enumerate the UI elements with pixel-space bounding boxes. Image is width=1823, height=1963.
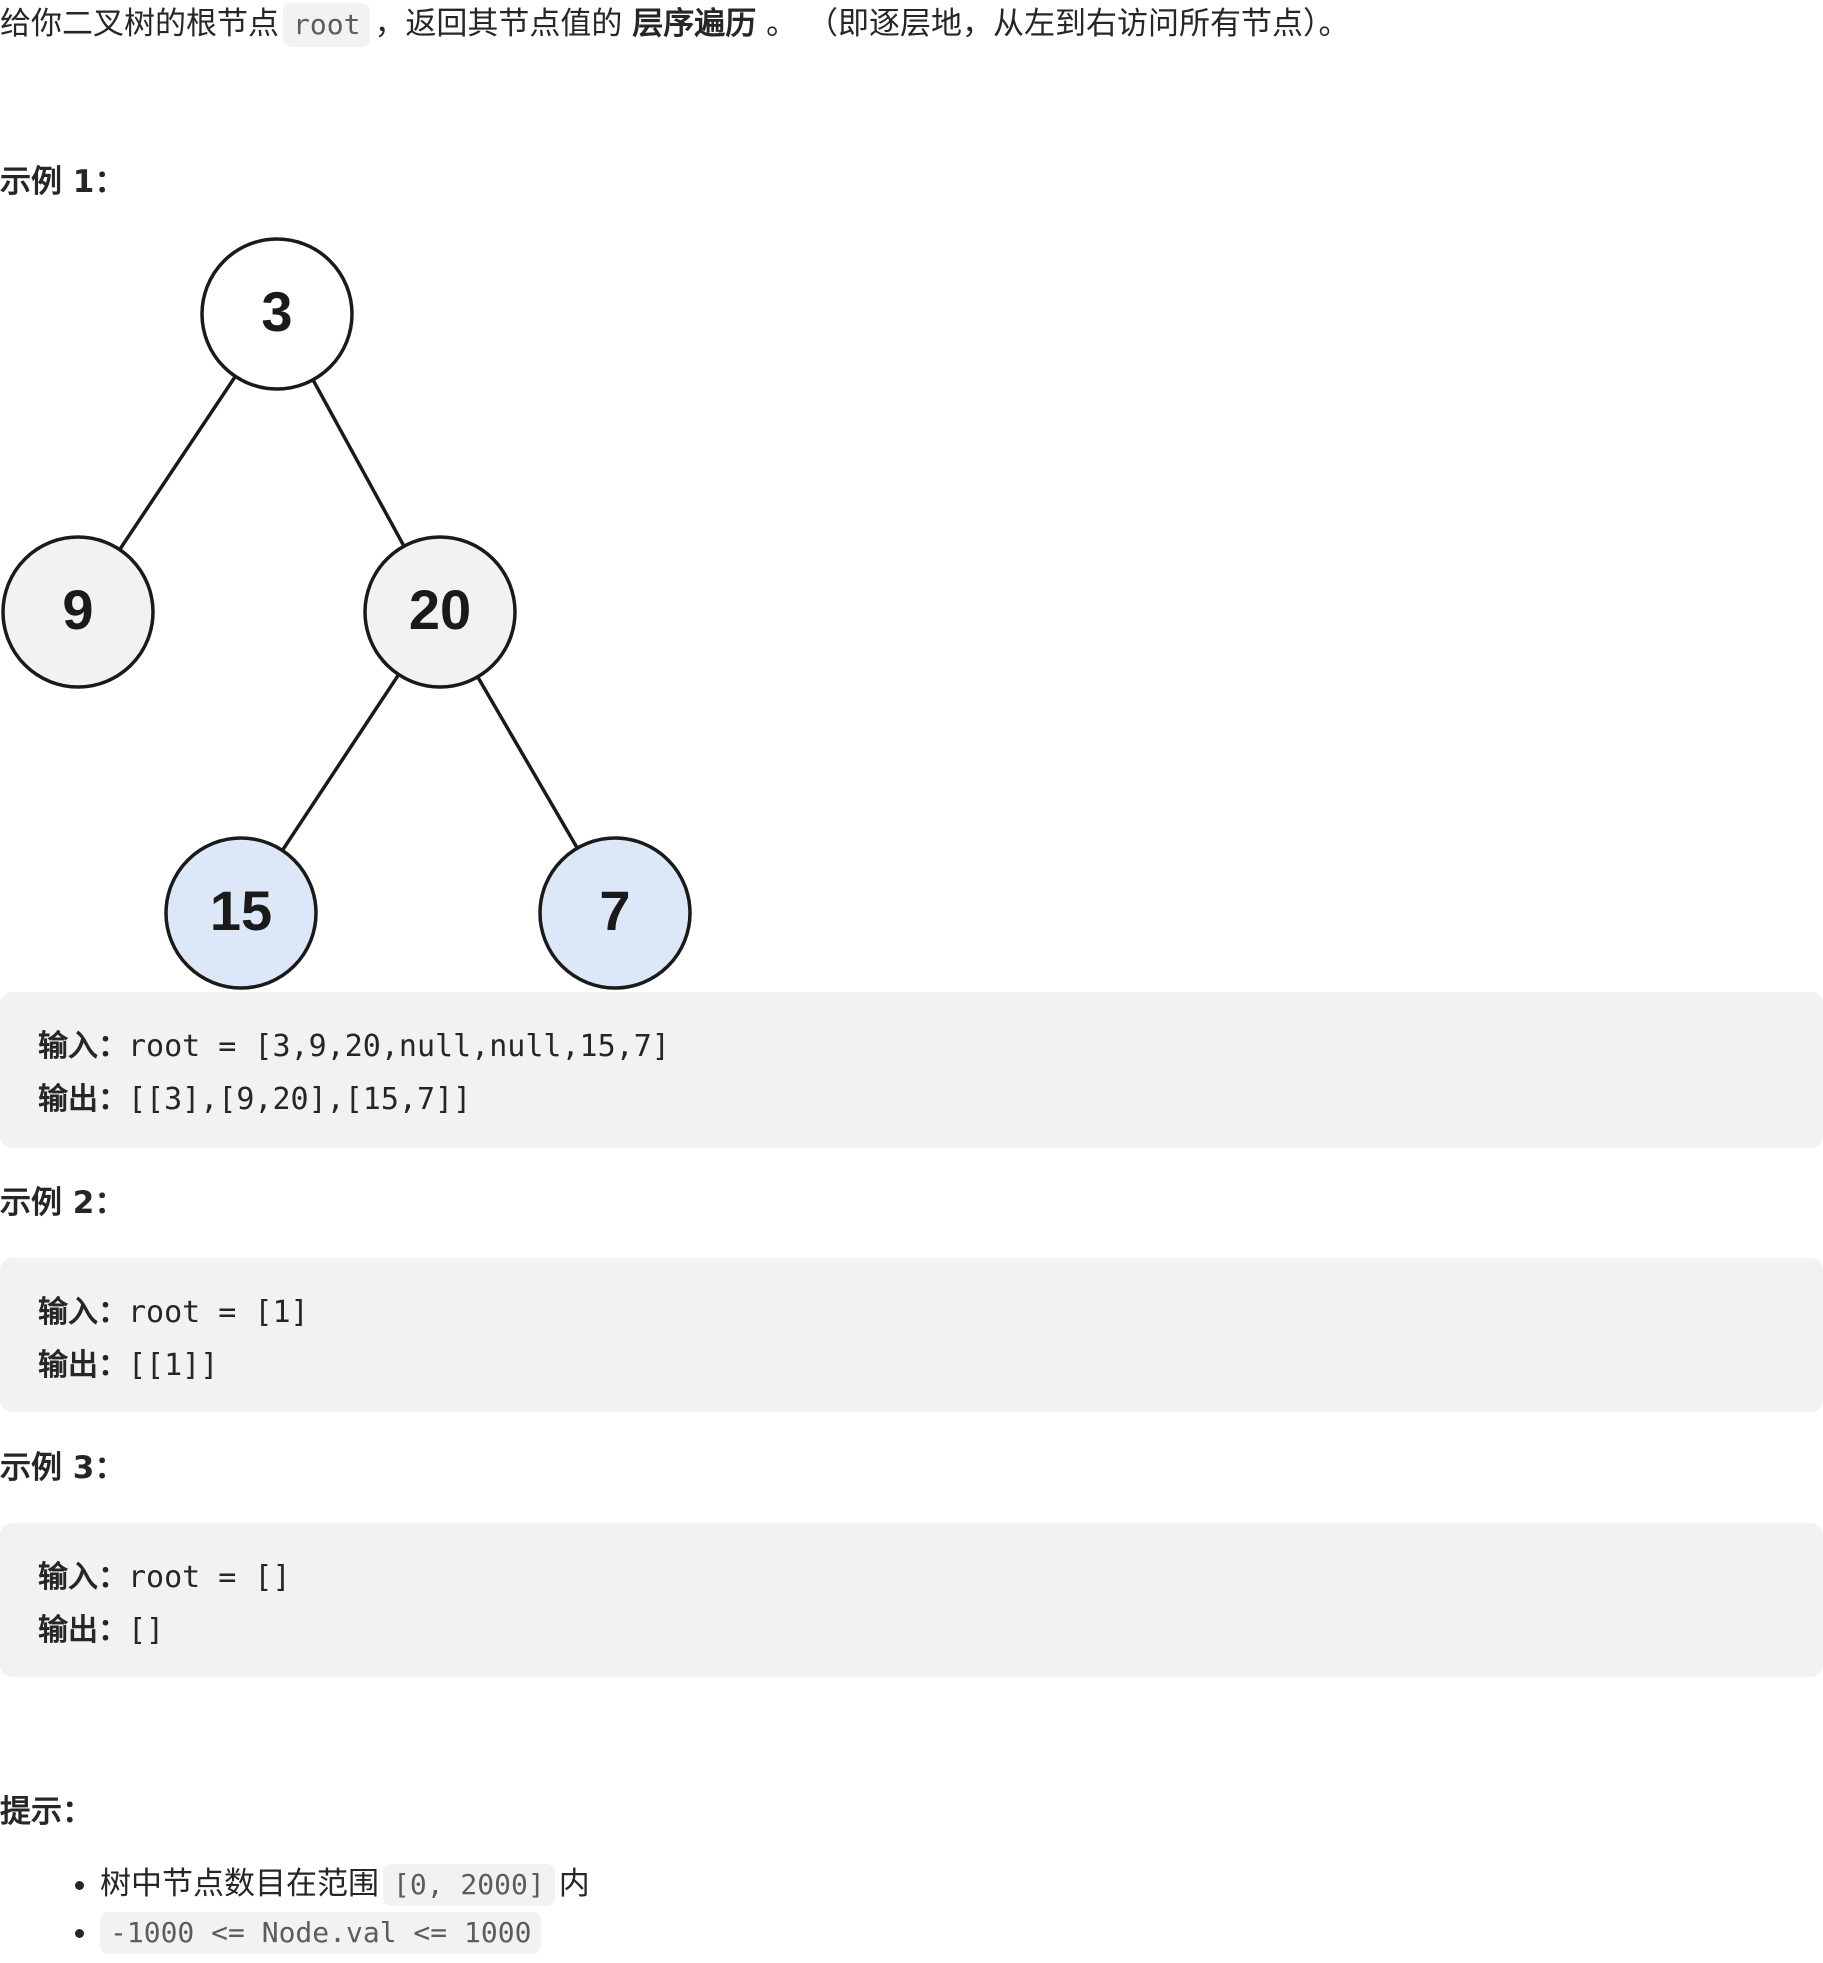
tree-node-7: 7 <box>538 836 692 990</box>
hint-code: [0, 2000] <box>383 1864 555 1906</box>
example-1-input-row: 输入：root = [3,9,20,null,null,15,7] <box>38 1020 1785 1073</box>
tree-node-label: 20 <box>409 578 471 641</box>
tree-node-label: 15 <box>210 879 272 942</box>
example-2-heading: 示例 2： <box>0 1185 126 1221</box>
tree-edge-3-20 <box>311 378 406 548</box>
tree-edge-20-15 <box>280 673 401 852</box>
output-label: 输出： <box>38 1613 128 1648</box>
output-label: 输出： <box>38 1082 128 1117</box>
hint-suffix: 内 <box>558 1866 590 1902</box>
tree-node-3: 3 <box>200 237 354 391</box>
tree-edge-20-7 <box>476 675 579 850</box>
output-value: [[1]] <box>128 1348 219 1383</box>
example-1-output-row: 输出：[[3],[9,20],[15,7]] <box>38 1073 1785 1126</box>
tree-node-circle <box>200 237 354 391</box>
root-inline-code: root <box>283 3 371 47</box>
statement-part-3: 。 （即逐层地，从左到右访问所有节点）。 <box>766 6 1350 42</box>
example-3-heading: 示例 3： <box>0 1450 126 1486</box>
hints-list: 树中节点数目在范围[0, 2000]内 -1000 <= Node.val <=… <box>0 1860 590 1956</box>
hint-item: 树中节点数目在范围[0, 2000]内 <box>100 1860 590 1908</box>
hints-heading: 提示： <box>0 1794 93 1830</box>
tree-node-label: 3 <box>261 280 292 343</box>
input-label: 输入： <box>38 1029 128 1064</box>
binary-tree-diagram: 3 9 20 15 7 <box>1 237 692 990</box>
tree-node-circle <box>164 836 318 990</box>
input-value: root = [3,9,20,null,null,15,7] <box>128 1029 670 1064</box>
example-2-code-block: 输入：root = [1] 输出：[[1]] <box>0 1258 1823 1412</box>
example-3-code-block: 输入：root = [] 输出：[] <box>0 1523 1823 1677</box>
input-label: 输入： <box>38 1560 128 1595</box>
tree-node-circle <box>1 535 155 689</box>
tree-node-label: 7 <box>599 879 630 942</box>
statement-part-2: ，返回其节点值的 <box>374 6 623 42</box>
example-2-output-row: 输出：[[1]] <box>38 1339 1785 1392</box>
output-value: [] <box>128 1613 165 1648</box>
statement-part-1: 给你二叉树的根节点 <box>0 6 279 42</box>
level-order-term: 层序遍历 <box>632 6 757 42</box>
tree-edge-3-9 <box>118 375 237 551</box>
hint-item: -1000 <= Node.val <= 1000 <box>100 1908 590 1956</box>
tree-node-15: 15 <box>164 836 318 990</box>
tree-node-label: 9 <box>62 578 93 641</box>
output-label: 输出： <box>38 1348 128 1383</box>
tree-node-circle <box>538 836 692 990</box>
example-3-input-row: 输入：root = [] <box>38 1551 1785 1604</box>
tree-node-20: 20 <box>363 535 517 689</box>
hint-code: -1000 <= Node.val <= 1000 <box>100 1912 542 1954</box>
input-value: root = [] <box>128 1560 291 1595</box>
example-1-code-block: 输入：root = [3,9,20,null,null,15,7] 输出：[[3… <box>0 992 1823 1148</box>
example-2-input-row: 输入：root = [1] <box>38 1286 1785 1339</box>
example-1-heading: 示例 1： <box>0 164 126 200</box>
input-value: root = [1] <box>128 1295 309 1330</box>
input-label: 输入： <box>38 1295 128 1330</box>
tree-node-9: 9 <box>1 535 155 689</box>
tree-node-circle <box>363 535 517 689</box>
hint-prefix: 树中节点数目在范围 <box>100 1866 379 1902</box>
example-3-output-row: 输出：[] <box>38 1604 1785 1657</box>
output-value: [[3],[9,20],[15,7]] <box>128 1082 472 1117</box>
